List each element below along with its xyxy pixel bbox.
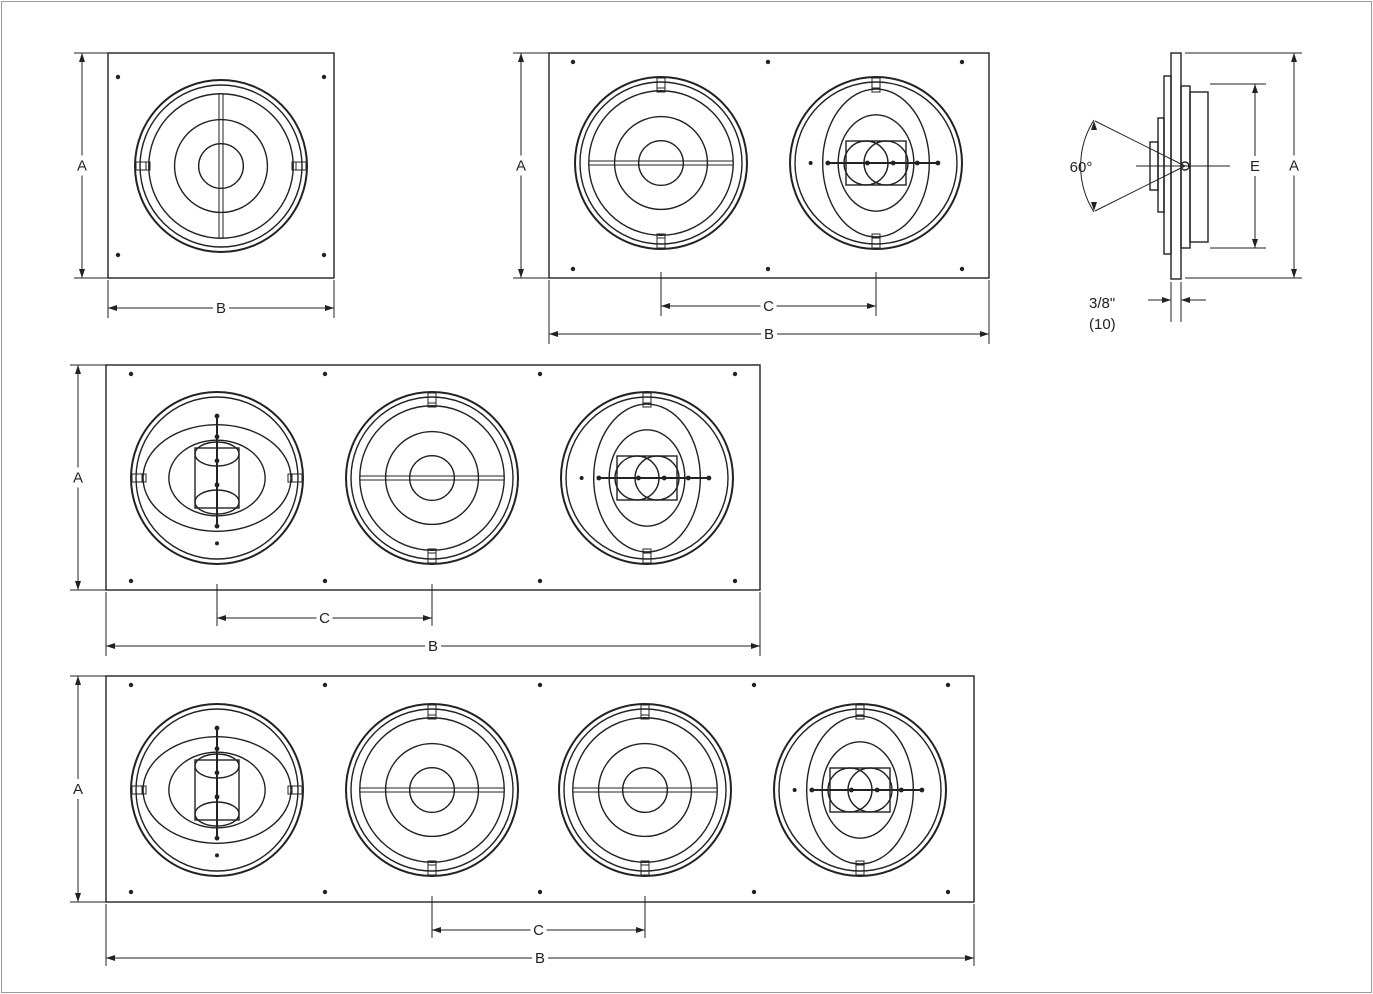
panel xyxy=(107,52,335,279)
view-side-section: 60° E A 3/8" (10) xyxy=(1070,52,1302,333)
dimension-b: B xyxy=(549,325,989,343)
outlet-1 xyxy=(130,391,304,565)
dimension-a: A xyxy=(74,53,90,278)
outlet-2 xyxy=(789,76,963,250)
dimension-c: C xyxy=(217,609,432,627)
outlet-3 xyxy=(558,703,732,877)
panel xyxy=(548,52,990,279)
view-quad-unit: A CB xyxy=(70,675,975,967)
view-triple-unit: A C B xyxy=(70,364,761,656)
outlet-1 xyxy=(574,76,748,250)
outlet-3 xyxy=(560,391,734,565)
outlet-2 xyxy=(345,391,519,565)
dimension-b-label: B xyxy=(764,326,774,343)
panel xyxy=(105,675,975,903)
outlet-1 xyxy=(130,703,304,877)
dimension-b-label: B xyxy=(428,638,438,655)
dimension-a: A xyxy=(1286,53,1302,278)
dimension-c-label: C xyxy=(533,922,544,939)
panel xyxy=(105,364,761,591)
dimension-a-label: A xyxy=(77,157,87,174)
dimension-a-label: A xyxy=(73,781,83,798)
dimension-a: A xyxy=(70,676,86,902)
dimension-b: B xyxy=(106,949,974,967)
flange-thickness-inch: 3/8" xyxy=(1089,295,1115,312)
dimension-c-label: C xyxy=(763,298,774,315)
angle-label: 60° xyxy=(1070,159,1093,176)
flange-thickness-mm: (10) xyxy=(1089,316,1116,333)
dimension-a-label: A xyxy=(73,469,83,486)
dimension-b: B xyxy=(106,637,760,655)
dimension-c-label: C xyxy=(319,610,330,627)
view-double-unit: A CB xyxy=(513,52,990,344)
dimension-a-label: A xyxy=(516,157,526,174)
dimension-e-label: E xyxy=(1250,158,1260,175)
outlet-1 xyxy=(134,79,308,253)
dimension-a: A xyxy=(513,53,529,278)
dimension-b-label: B xyxy=(216,300,226,317)
dimension-c: C xyxy=(661,297,876,315)
dimension-a: A xyxy=(70,365,86,590)
dimension-a-label: A xyxy=(1289,157,1299,174)
dimension-b: B xyxy=(108,299,334,317)
dimension-c: C xyxy=(432,921,645,939)
dimension-e: E xyxy=(1247,84,1263,248)
outlet-2 xyxy=(345,703,519,877)
outlet-4 xyxy=(773,703,947,877)
dimension-b-label: B xyxy=(535,950,545,967)
view-single-unit: AB xyxy=(74,52,335,318)
